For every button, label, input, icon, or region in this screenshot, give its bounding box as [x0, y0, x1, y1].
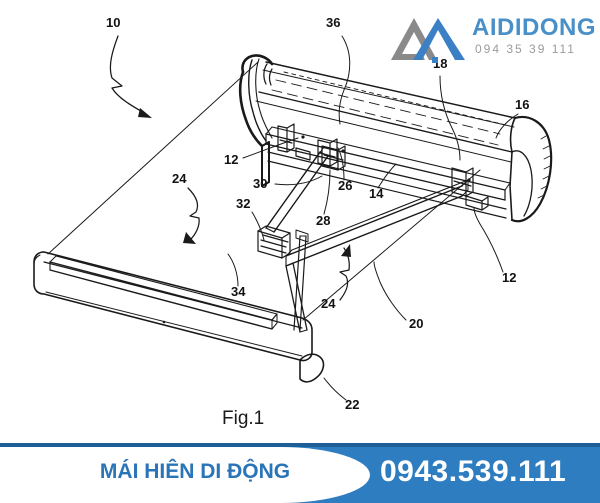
banner-product-title: MÁI HIÊN DI ĐỘNG — [99, 460, 291, 483]
joint-detail-28 — [295, 229, 309, 243]
ref-numeral-30: 30 — [253, 176, 268, 191]
ref-numeral-24-left: 24 — [172, 171, 187, 186]
logo-text-block: AIDIDONG 094 35 39 111 — [472, 12, 600, 66]
numeral-leaders — [227, 35, 519, 401]
roller-cassette — [238, 54, 553, 223]
logo-phone-number: 094 35 39 111 — [475, 42, 576, 56]
ref-numeral-20: 20 — [409, 316, 424, 331]
ref-numeral-34: 34 — [231, 284, 246, 299]
ref-numeral-22: 22 — [345, 397, 360, 412]
ref-numeral-36: 36 — [326, 15, 341, 30]
patent-drawing-area: 10 36 18 16 12 30 26 14 24 32 28 12 34 2… — [33, 12, 600, 429]
mountain-roof-logo-icon — [391, 18, 465, 63]
folding-arm-right-lower — [285, 262, 308, 333]
aididong-watermark-logo: AIDIDONG 094 35 39 111 — [388, 12, 600, 68]
front-bar — [33, 251, 325, 383]
ref-numeral-26: 26 — [338, 178, 353, 193]
ref-numeral-10: 10 — [106, 15, 121, 30]
ref-numeral-28: 28 — [316, 213, 331, 228]
ref-numeral-14: 14 — [369, 186, 384, 201]
leader-line-10 — [109, 35, 152, 118]
arm-elbow-joint-left — [257, 225, 291, 259]
bottom-banner: MÁI HIÊN DI ĐỘNG 0943.539.111 — [0, 443, 600, 503]
banner-white-panel — [0, 447, 370, 503]
folding-arm-left — [49, 255, 278, 330]
ref-numeral-32: 32 — [236, 196, 251, 211]
folding-arm-right — [285, 179, 469, 267]
tension-member — [293, 235, 307, 331]
ref-numeral-12-top: 12 — [224, 152, 239, 167]
figure-caption: Fig.1 — [222, 408, 265, 429]
banner-phone-number[interactable]: 0943.539.111 — [380, 455, 567, 488]
leader-arrow-24-left — [183, 187, 200, 244]
ref-numeral-16: 16 — [515, 97, 530, 112]
banner-top-strip — [0, 443, 600, 447]
logo-wordmark: AIDIDONG — [472, 14, 596, 41]
arm-upper-joint — [321, 145, 346, 171]
patent-figure-illustration — [33, 35, 553, 401]
ref-numeral-12-right: 12 — [502, 270, 517, 285]
ref-numeral-24-right: 24 — [321, 296, 336, 311]
leader-arrow-24-right — [339, 244, 351, 301]
awning-fabric-outline — [47, 61, 481, 321]
